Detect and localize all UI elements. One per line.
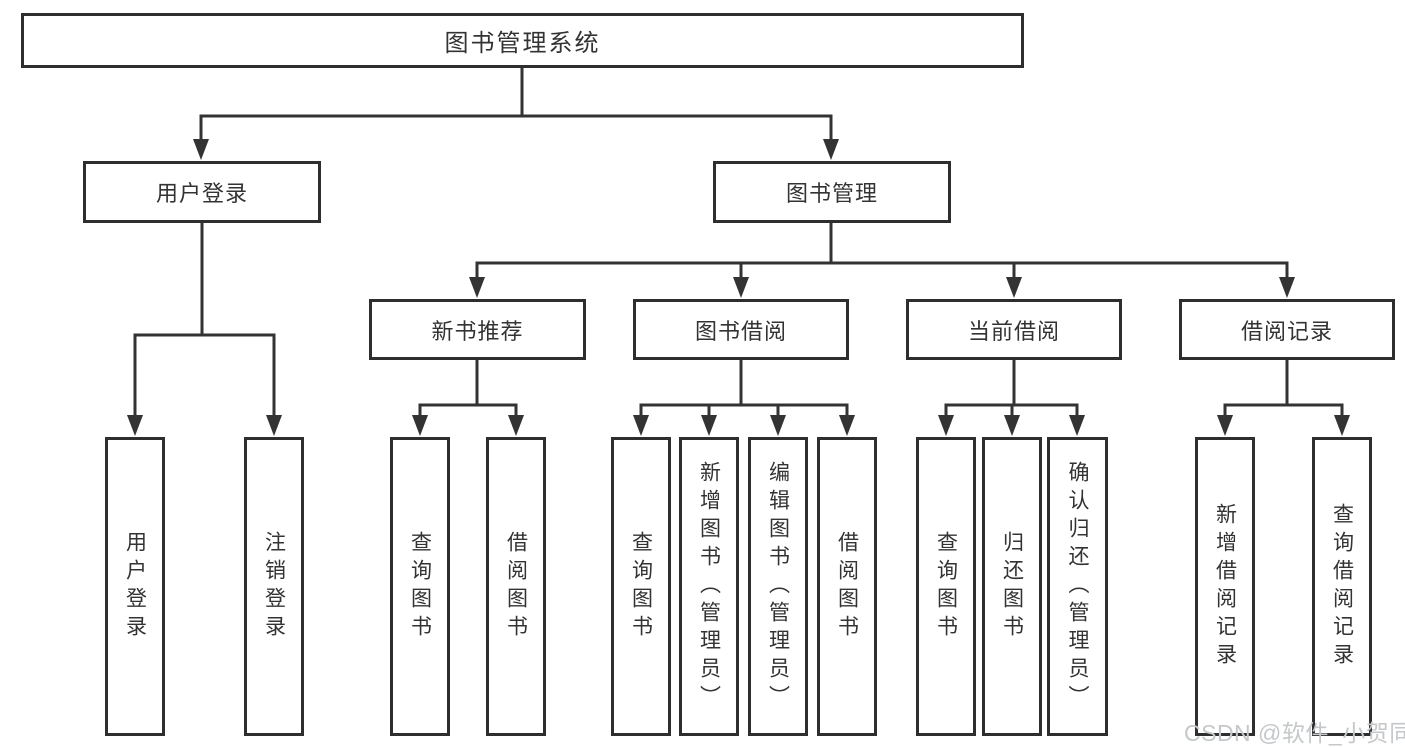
node-label: 当前借阅 (967, 318, 1060, 344)
node-edit-books-admin: 编辑图书（管理员） (748, 437, 808, 736)
node-label: 用户登录 (123, 530, 147, 643)
node-borrow-books-recommend: 借阅图书 (486, 437, 546, 736)
node-user-login: 用户登录 (83, 161, 321, 223)
node-return-books: 归还图书 (982, 437, 1042, 736)
node-label: 注销登录 (262, 530, 286, 643)
node-label: 图书管理系统 (444, 30, 601, 57)
node-label: 借阅记录 (1240, 318, 1333, 344)
node-label: 新增图书（管理员） (697, 460, 721, 713)
node-query-borrow-record: 查询借阅记录 (1312, 437, 1372, 736)
watermark: CSDN @软件_小贺同学 (1184, 720, 1405, 746)
node-query-books-recommend: 查询图书 (390, 437, 450, 736)
node-user-login-action: 用户登录 (105, 437, 165, 736)
node-new-book-recommend: 新书推荐 (369, 299, 586, 360)
node-label: 查询图书 (934, 530, 958, 643)
node-add-books-admin: 新增图书（管理员） (679, 437, 739, 736)
node-add-borrow-record: 新增借阅记录 (1195, 437, 1255, 736)
node-label: 查询图书 (408, 530, 432, 643)
node-label: 确认归还（管理员） (1066, 460, 1089, 713)
node-label: 借阅图书 (835, 530, 859, 643)
node-book-borrow: 图书借阅 (633, 299, 849, 360)
node-label: 用户登录 (155, 181, 248, 206)
node-current-borrow: 当前借阅 (906, 299, 1122, 360)
node-book-management: 图书管理 (713, 161, 951, 223)
node-confirm-return-admin: 确认归还（管理员） (1047, 437, 1108, 736)
node-label: 查询借阅记录 (1330, 502, 1354, 671)
node-label: 图书管理 (785, 181, 878, 206)
node-library-management-system: 图书管理系统 (21, 13, 1024, 68)
node-query-books-current: 查询图书 (916, 437, 976, 736)
node-query-books-borrow: 查询图书 (611, 437, 671, 736)
arrowhead-icons (127, 139, 1350, 436)
node-label: 新增借阅记录 (1213, 502, 1237, 671)
node-borrow-books-action: 借阅图书 (817, 437, 877, 736)
node-logout-action: 注销登录 (244, 437, 304, 736)
node-label: 新书推荐 (431, 318, 524, 344)
node-label: 编辑图书（管理员） (766, 460, 790, 713)
node-label: 图书借阅 (694, 318, 787, 344)
node-label: 查询图书 (629, 530, 653, 643)
node-borrow-records: 借阅记录 (1179, 299, 1395, 360)
node-label: 借阅图书 (504, 530, 528, 643)
node-label: 归还图书 (1000, 530, 1024, 643)
